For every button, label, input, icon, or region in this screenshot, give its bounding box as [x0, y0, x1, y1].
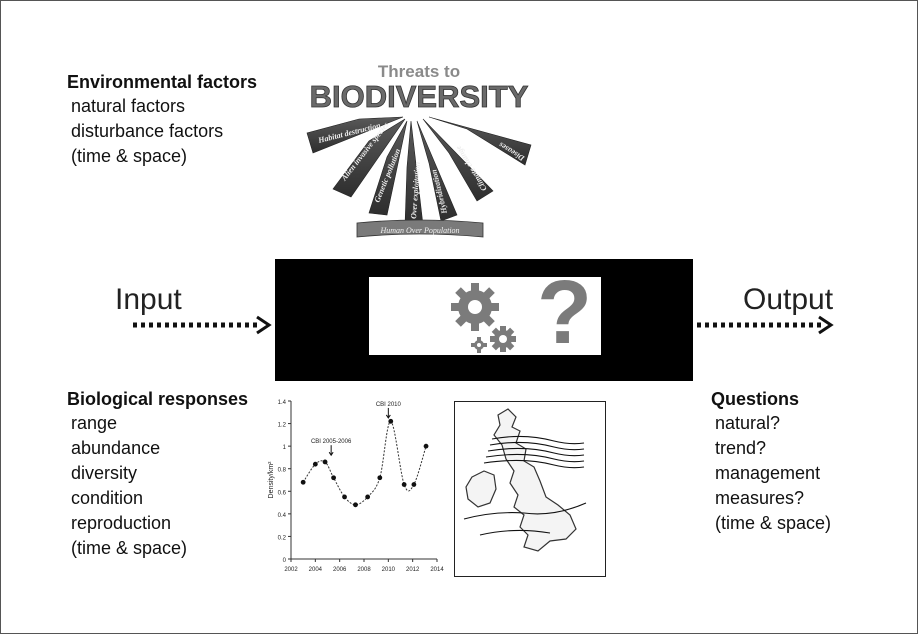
human-population-label: Human Over Population — [379, 226, 459, 235]
ireland-outline — [465, 470, 497, 508]
y-tick-label: 0.6 — [278, 490, 287, 496]
y-tick-label: 0 — [283, 558, 287, 564]
ray-label-over: Over exploitation — [409, 161, 422, 219]
question-item-trend: trend? — [715, 438, 767, 458]
contour-map — [454, 401, 606, 577]
gears-icon — [451, 283, 516, 353]
bio-item-range: range — [71, 413, 118, 433]
bio-item-reproduction: reproduction — [71, 513, 172, 533]
density-point — [331, 475, 336, 481]
bio-item-time-space: (time & space) — [71, 538, 188, 558]
question-item-measures: measures? — [715, 488, 805, 508]
annotation-label: CBI 2005-2006 — [311, 439, 352, 445]
ray-habitat — [306, 116, 404, 154]
x-tick-label: 2008 — [357, 567, 371, 573]
density-point — [342, 494, 347, 500]
env-item-disturbance: disturbance factors — [71, 121, 224, 141]
input-arrow — [133, 315, 272, 335]
density-point — [353, 502, 358, 508]
density-chart: 0 0.2 0.4 0.6 0.8 1 1.2 1.4 2002 2004 2006 2008 2010… — [268, 400, 444, 573]
environmental-factors-block: Environmental factors natural factors di… — [67, 70, 257, 169]
density-point — [388, 418, 394, 424]
density-point — [401, 482, 407, 487]
question-item-natural: natural? — [715, 413, 781, 433]
annotation-arrowhead — [385, 414, 391, 419]
question-item-time-space: (time & space) — [715, 513, 832, 533]
density-point — [411, 482, 417, 487]
env-item-time-space: (time & space) — [71, 146, 188, 166]
questions-block: Questions natural? trend? management mea… — [711, 387, 831, 536]
density-point — [377, 475, 383, 481]
x-tick-label: 2014 — [430, 567, 444, 573]
y-tick-label: 0.8 — [278, 468, 287, 474]
ray-climate — [422, 118, 494, 202]
annotation-arrowhead — [328, 451, 334, 457]
x-tick-label: 2006 — [333, 567, 347, 573]
env-item-natural: natural factors — [71, 96, 186, 116]
x-tick-label: 2002 — [284, 567, 298, 573]
bio-item-condition: condition — [71, 488, 144, 508]
questions-heading: Questions — [711, 389, 800, 409]
density-point — [300, 479, 306, 485]
ray-alien — [332, 118, 406, 198]
output-arrow — [697, 315, 834, 335]
density-series-line — [302, 420, 427, 506]
threats-title-line1: Threats to — [378, 62, 460, 81]
threats-to-biodiversity-graphic: Threats to BIODIVERSITY Habitat destruct… — [306, 62, 532, 238]
threats-title-line2: BIODIVERSITY — [310, 79, 529, 114]
density-point — [423, 443, 429, 449]
human-population-banner — [356, 219, 484, 238]
x-tick-label: 2010 — [382, 567, 396, 573]
ray-genetic — [368, 120, 408, 216]
density-point — [312, 461, 318, 467]
biological-responses-heading: Biological responses — [67, 389, 249, 409]
x-tick-label: 2004 — [309, 567, 323, 573]
density-point — [365, 494, 371, 500]
x-tick-label: 2012 — [406, 567, 420, 573]
annotation-label: CBI 2010 — [376, 402, 402, 408]
y-tick-label: 1.2 — [278, 423, 287, 429]
y-tick-label: 1.4 — [278, 400, 287, 406]
y-axis-label: Density/km² — [268, 461, 275, 499]
input-label: Input — [115, 283, 182, 316]
y-tick-label: 1 — [283, 445, 287, 451]
density-point — [322, 459, 328, 465]
output-label: Output — [743, 283, 834, 316]
biological-responses-block: Biological responses range abundance div… — [67, 387, 248, 561]
question-item-management: management — [715, 463, 821, 483]
question-mark-icon: ? — [537, 263, 592, 363]
y-tick-label: 0.4 — [278, 513, 287, 519]
y-tick-label: 0.2 — [278, 535, 287, 541]
bio-item-diversity: diversity — [71, 463, 138, 483]
ray-diseases — [428, 116, 532, 166]
environmental-factors-heading: Environmental factors — [67, 72, 258, 92]
bio-item-abundance: abundance — [71, 438, 161, 458]
britain-outline — [493, 408, 577, 552]
